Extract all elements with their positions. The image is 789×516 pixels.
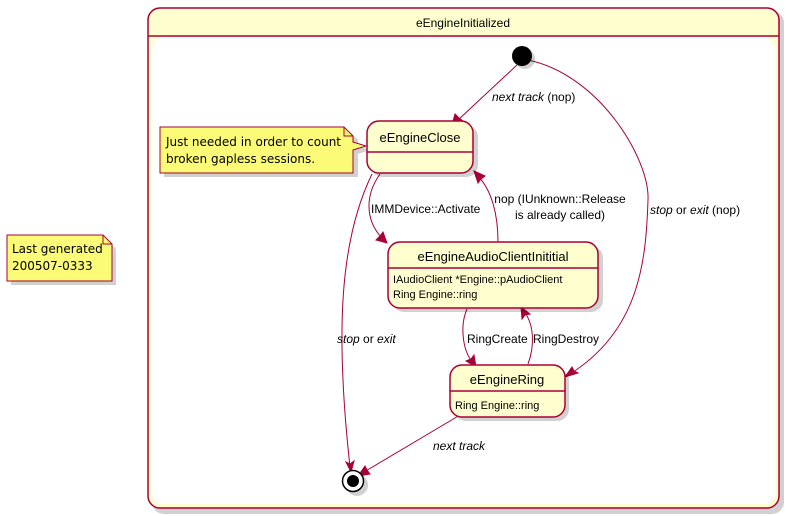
transition-ring-to-audio[interactable]: RingDestroy: [520, 305, 599, 365]
transition-audio-to-close[interactable]: nop (IUnknown::Release is already called…: [473, 170, 626, 243]
label-text: stop or exit (nop): [650, 203, 740, 217]
arrowhead-icon: [520, 305, 532, 321]
label-part: RingCreate: [467, 332, 528, 346]
state-name: eEngineAudioClientInititial: [417, 249, 568, 264]
label-part: RingDestroy: [533, 332, 599, 346]
transition-close-to-audio[interactable]: IMMDevice::Activate: [368, 173, 481, 244]
label-text: RingCreate: [467, 332, 528, 346]
transition-label: next track (nop): [492, 90, 575, 104]
label-part: or: [673, 203, 690, 217]
arrowhead-icon: [563, 366, 580, 378]
note-fold-icon: [102, 235, 112, 245]
transition-label: stop or exit: [337, 332, 396, 346]
state-eengineclose[interactable]: eEngineClose: [366, 120, 478, 177]
state-name: eEngineClose: [380, 130, 461, 145]
state-body-line: Ring Engine::ring: [393, 289, 477, 301]
final-state[interactable]: [341, 469, 369, 497]
label-text: IMMDevice::Activate: [371, 202, 481, 216]
label-text: RingDestroy: [533, 332, 599, 346]
transition-close-to-end[interactable]: stop or exit: [337, 173, 396, 474]
note-fold-icon: [343, 127, 353, 137]
transition-label: next track: [433, 439, 486, 453]
state-eenginering[interactable]: eEngineRing Ring Engine::ring: [449, 364, 569, 421]
label-italic-part: next track: [492, 90, 545, 104]
arrowhead-icon: [375, 230, 388, 244]
composite-title: eEngineInitialized: [416, 16, 510, 30]
transition-start-to-ring[interactable]: stop or exit (nop): [527, 59, 740, 378]
label-italic-part: exit: [690, 203, 709, 217]
note-close: Just needed in order to count broken gap…: [159, 126, 370, 177]
state-eengineaudioclientinititial[interactable]: eEngineAudioClientInititial IAudioClient…: [387, 241, 603, 312]
transition-label: IMMDevice::Activate: [371, 202, 481, 216]
note-line: Last generated: [12, 242, 103, 256]
arrowhead-icon: [464, 353, 477, 368]
note-line: 200507-0333: [12, 259, 93, 273]
transition-start-to-close[interactable]: next track (nop): [451, 64, 575, 126]
label-part: IMMDevice::Activate: [371, 202, 481, 216]
label-part: or: [360, 332, 377, 346]
transition-label: RingDestroy: [533, 332, 599, 346]
state-body-line: IAudioClient *Engine::pAudioClient: [393, 274, 562, 286]
label-italic-part: next track: [433, 439, 486, 453]
label-text: stop or exit: [337, 332, 396, 346]
initial-state[interactable]: [512, 46, 535, 69]
transition-label-line: is already called): [515, 208, 605, 222]
initial-state-icon: [512, 46, 532, 66]
transition-audio-to-ring[interactable]: RingCreate: [462, 308, 528, 368]
note-line: Just needed in order to count: [165, 135, 341, 149]
note-last-generated: Last generated 200507-0333: [6, 234, 116, 285]
transition-label-line: nop (IUnknown::Release: [494, 192, 626, 206]
label-italic-part: stop: [650, 203, 673, 217]
arrowhead-icon: [344, 459, 355, 474]
arrowhead-icon: [473, 170, 486, 185]
state-name: eEngineRing: [470, 372, 544, 387]
note-line: broken gapless sessions.: [166, 152, 315, 166]
transition-label: stop or exit (nop): [650, 203, 740, 217]
label-text: next track: [433, 439, 486, 453]
label-italic-part: stop: [337, 332, 360, 346]
state-body-line: Ring Engine::ring: [455, 400, 539, 412]
label-part: (nop): [709, 203, 740, 217]
transition-label: RingCreate: [467, 332, 528, 346]
label-italic-part: exit: [377, 332, 396, 346]
label-part: (nop): [544, 90, 575, 104]
label-text: next track (nop): [492, 90, 575, 104]
